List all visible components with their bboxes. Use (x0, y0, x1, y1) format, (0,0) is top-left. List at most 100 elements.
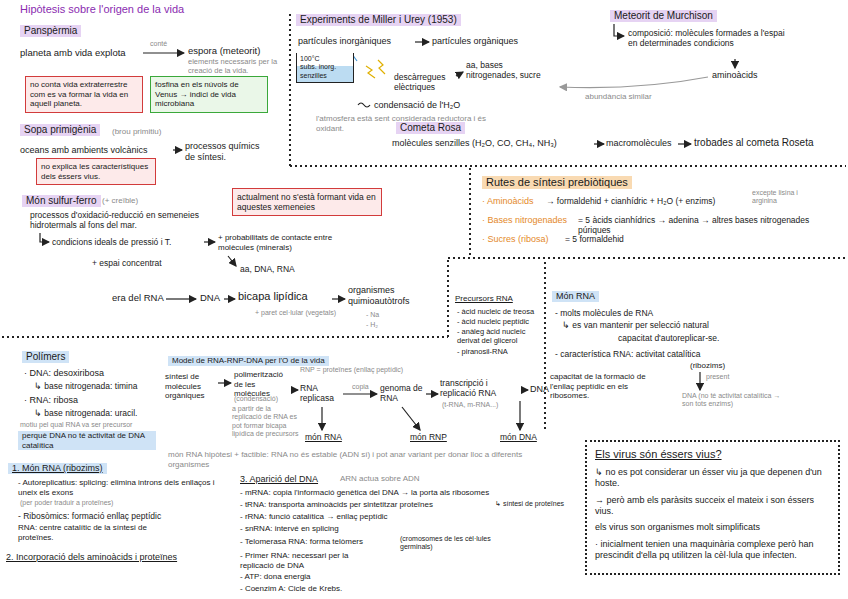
note-text: · Sucres (ribosa) (482, 234, 549, 245)
heading-band: Meteorit de Murchison (610, 10, 717, 22)
node-text: ↳ no es pot considerar un ésser viu ja q… (595, 467, 830, 489)
note-text: planeta amb vida explota (20, 47, 126, 58)
note-text: + paret cel·lular (vegetals) (255, 309, 336, 317)
note-text: + probabilitats de contacte entre molècu… (218, 233, 338, 252)
note-text: trobades al cometa Roseta (694, 137, 814, 149)
note-text: present (706, 373, 729, 381)
note-text: transcripció i replicació RNA (440, 378, 520, 398)
note-text: RNP = proteïnes (enllaç peptídic) (300, 366, 403, 374)
node-text: els virus son organismes molt simplifica… (595, 522, 830, 533)
note-text: (ribozims) (690, 361, 725, 371)
note-text: descàrregues elèctriques (394, 72, 454, 92)
node-text: no conta vida extraterrestre com es va f… (30, 80, 138, 109)
note-text: condicions ideals de pressió i T. (52, 237, 171, 247)
note-text: món RNP (410, 432, 447, 442)
note-text: món DNA (500, 432, 537, 442)
note-text: · Bases nitrogenades (482, 215, 567, 226)
note-text: - característica RNA: activitat catalíti… (555, 349, 701, 359)
note-text: ↳ es van mantenir per selecció natural (562, 320, 709, 330)
note-text: elements necessaris per la creació de la… (188, 57, 288, 75)
note-text: macromolècules (606, 138, 672, 149)
node-text: → però amb els paràsits succeix el matei… (595, 495, 830, 517)
note-text: - Ribosòmics: formació enllaç peptídic (18, 511, 161, 521)
note-text: - snRNA: intervé en splicing (240, 524, 339, 534)
note-text: capacitat de la formació de l'enllaç pep… (550, 372, 660, 401)
note-text: aminoàcids (712, 70, 758, 81)
node-text: Model de RNA-RNP-DNA per l'O de la vida (172, 356, 325, 366)
note-text: - Coenzim A: Cicle de Krebs. (240, 584, 342, 594)
note-text: espora (meteorit) (188, 45, 260, 56)
note-text: processos d'oxidació-reducció en semenei… (30, 210, 220, 230)
note-text: excepte lisina i arginina (752, 189, 807, 206)
note-text: ↳ síntesi de proteïnes (495, 500, 564, 508)
node-text: no explica les característiques dels éss… (41, 162, 151, 181)
note-text: (cromosomes de les cèl·lules germinals) (400, 535, 500, 552)
note-text: ↳ base nitrogenada: timina (34, 381, 137, 391)
note-text: bicapa lipídica (238, 290, 308, 303)
node-text: Els virus són éssers vius? (595, 448, 830, 461)
note-text: ARN actua sobre ADN (340, 474, 420, 484)
node-text: Món RNA (556, 291, 595, 302)
note-text: 2. Incorporació dels aminoàcids i proteï… (6, 552, 177, 563)
node-text: Experiments de Miller i Urey (1953) (300, 14, 457, 26)
note-text: = 5 àcids cianhídrics → adenina → altres… (578, 215, 843, 235)
node-text: 1. Món RNA (ribozims) (12, 463, 103, 474)
node-text: actualment no s'està formant vida en aqu… (237, 192, 377, 212)
note-text: ↳ base nitrogenada: uracil. (34, 408, 137, 418)
note-text: - àcid nucleic de treosa (457, 307, 545, 316)
node-text: 100°C (300, 55, 350, 63)
note-box: no explica les característiques dels éss… (36, 158, 156, 185)
question-box: Els virus són éssers vius? ↳ no es pot co… (585, 440, 840, 575)
note-text: · Aminoàcids (482, 196, 534, 207)
highlight-band: perquè DNA no té activitat de DNA catalí… (18, 431, 156, 450)
beaker-shape: 100°Csubs. inorg. senzilles (296, 53, 354, 83)
note-box: no conta vida extraterrestre com es va f… (25, 76, 143, 113)
note-text: DNA (530, 384, 549, 395)
heading-band: Polímers (22, 351, 69, 363)
note-text: aa, DNA, RNA (240, 264, 295, 274)
note-text: · DNA: desoxiribosa (24, 368, 104, 379)
note-text: - rRNA: funció catalítica → enllaç peptí… (240, 512, 388, 522)
note-text: conté (150, 40, 167, 48)
note-text: RNA replicasa (300, 383, 342, 403)
heading-band: Món sulfur-ferro (22, 195, 101, 207)
heading-band: Model de RNA-RNP-DNA per l'O de la vida (168, 356, 329, 366)
page-title: Hipòtesis sobre l'origen de la vida (20, 3, 184, 16)
heading-band: Cometa Rosa (396, 122, 465, 134)
note-text: organismes quimioautòtrofs (348, 285, 438, 307)
node-text: Cometa Rosa (400, 122, 461, 134)
node-text: Meteorit de Murchison (614, 10, 713, 22)
note-text: - piranosil-RNA (457, 347, 545, 356)
note-text: - ATP: dona energia (240, 572, 311, 582)
heading-band: Experiments de Miller i Urey (1953) (296, 14, 461, 26)
heading-band: Rutes de síntesi prebiòtiques (482, 176, 632, 189)
note-box: actualment no s'està formant vida en aqu… (232, 188, 382, 216)
note-text: Precursors RNA (455, 294, 513, 304)
note-text: molècules senzilles (H₂O, CO, CH₄, NH₃) (392, 138, 557, 149)
note-text: motiu pel qual RNA va ser precursor (20, 421, 132, 429)
note-text: composició: molècules formades a l'espai… (628, 28, 788, 48)
note-text: - anàleg àcid nucleic derivat del glicer… (457, 327, 543, 345)
heading-band: Sopa primigènia (20, 124, 100, 136)
note-text: capacitat d'autoreplicar-se. (618, 333, 719, 343)
heading-band: 1. Món RNA (ribozims) (8, 463, 107, 474)
note-text: + espai concentrat (92, 258, 162, 268)
node-text: · inicialment tenien una maquinària comp… (595, 539, 830, 561)
note-text: partícules inorgàniques (298, 36, 391, 47)
note-text: genoma de RNA (380, 383, 425, 403)
note-text: - molts molècules de RNA (555, 308, 653, 318)
note-text: (per poder traduir a proteïnes) (20, 499, 113, 507)
note-text: - Na (366, 311, 379, 319)
note-text: - Telomerasa RNA: forma telòmers (240, 537, 363, 547)
note-text: síntesi de molècules orgàniques (165, 372, 217, 401)
node-text: Rutes de síntesi prebiòtiques (486, 176, 628, 189)
note-text: - H₂ (366, 321, 378, 329)
note-text: - Autoreplicatius: splicing: elimina int… (18, 478, 233, 497)
note-text: a partir de la replicació de RNA es pot … (232, 405, 300, 439)
note-text: DNA (no té activitat catalítica → son to… (682, 392, 792, 409)
node-text: Panspèrmia (24, 25, 77, 37)
node-text: Món sulfur-ferro (26, 195, 97, 207)
note-text: (brou primitiu) (112, 127, 161, 137)
note-text: partícules orgàniques (432, 36, 518, 47)
